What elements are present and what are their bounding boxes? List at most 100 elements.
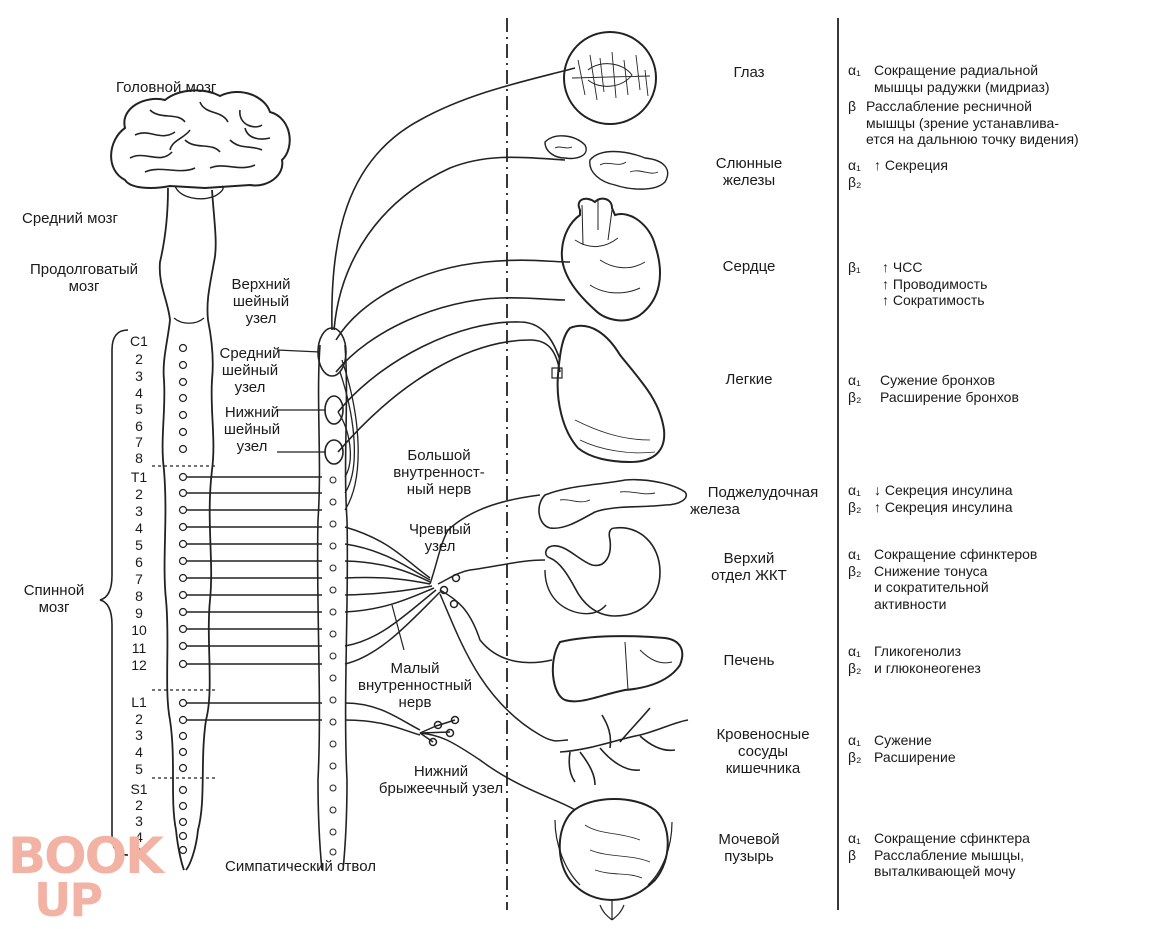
receptor: α₁ xyxy=(848,546,861,562)
effect-text: Расслабление мышцы, xyxy=(874,846,1025,863)
segment-label: 3 xyxy=(135,503,143,519)
pancreas-drawing xyxy=(538,478,687,530)
effect-row: мышцы радужки (мидриаз) xyxy=(848,79,1079,96)
label-inferior-mesenteric-l2: брыжеечный узел xyxy=(378,780,504,797)
effect-text: мышцы (зрение устанавлива- xyxy=(866,114,1060,131)
organ-vessels-l2: сосуды xyxy=(737,743,789,760)
cord-segment-dots xyxy=(178,343,188,855)
effect-row: β₂ и глюконеогенез xyxy=(848,660,981,677)
label-inferior-cervical-ganglion-l1: Нижний xyxy=(224,404,280,421)
ascending-fibers xyxy=(337,359,359,511)
segment-label: 5 xyxy=(135,761,143,777)
receptor: β xyxy=(848,846,857,863)
effect-text: ↓ Секреция инсулина xyxy=(874,482,1013,498)
label-lesser-splanchnic-l2: внутренностный xyxy=(357,677,473,694)
segment-label: 3 xyxy=(135,813,143,829)
receptor xyxy=(848,276,882,293)
receptor: α₁ xyxy=(848,482,861,498)
effect-row: мышцы (зрение устанавлива- xyxy=(848,115,1079,132)
effect-text: Сужение бронхов xyxy=(880,372,996,388)
effect-text: мышцы радужки (мидриаз) xyxy=(874,78,1050,95)
effect-text: ↑ ЧСС xyxy=(882,259,923,275)
effect-text: Расширение xyxy=(874,748,956,765)
organ-bladder-l2: пузырь xyxy=(724,848,774,865)
effect-row: α₁ Сокращение сфинктеров xyxy=(848,546,1037,563)
receptor: β₁ xyxy=(848,259,861,275)
preganglionic-fibers xyxy=(186,476,322,721)
splanchnic-nerves xyxy=(344,526,441,736)
receptor: β₂ xyxy=(848,659,862,676)
trunk-ganglia-dots xyxy=(329,476,337,856)
segment-label: 5 xyxy=(135,537,143,553)
organ-upper-gi-l1: Верхий xyxy=(723,550,775,567)
receptor: β₂ xyxy=(848,498,862,515)
segment-label: 11 xyxy=(131,640,147,656)
effects-pancreas: α₁ ↓ Секреция инсулина β₂ ↑ Секреция инсул… xyxy=(848,482,1013,515)
organ-heart: Сердце xyxy=(722,258,776,275)
segment-label: S1 xyxy=(130,781,148,797)
logo-line1: BOOK xyxy=(8,827,164,885)
effect-row: активности xyxy=(848,596,1037,613)
organ-pancreas-l2: железа xyxy=(690,501,740,518)
organ-liver: Печень xyxy=(723,652,775,669)
segment-label: C1 xyxy=(130,333,148,349)
spinal-brace xyxy=(99,329,129,856)
spinal-cord-drawing xyxy=(158,187,217,871)
effect-text: ↑ Секреция инсулина xyxy=(874,498,1013,515)
effect-text: и глюконеогенез xyxy=(874,659,981,676)
label-lesser-splanchnic-l1: Малый xyxy=(390,660,440,677)
label-spinal-cord-line1: Спинной xyxy=(23,582,85,599)
label-inferior-cervical-ganglion-l2: шейный xyxy=(223,421,281,438)
receptor: β xyxy=(848,98,857,114)
segment-label: 9 xyxy=(135,605,143,621)
organ-bladder-l1: Мочевой xyxy=(718,831,780,848)
effect-row: ↑ Сократимость xyxy=(848,292,987,309)
effect-row: и сократительной xyxy=(848,579,1037,596)
organ-salivary-l2: железы xyxy=(722,172,776,189)
effect-text: Сужение xyxy=(874,732,932,748)
effect-text: Сокращение сфинктеров xyxy=(874,546,1038,562)
segment-label: 2 xyxy=(135,486,143,502)
effect-row: выталкивающей мочу xyxy=(848,863,1030,880)
postganglionic-head xyxy=(331,67,576,453)
effect-text: Расширение бронхов xyxy=(880,388,1019,405)
receptor: α₁ xyxy=(848,830,861,846)
receptor: α₁ xyxy=(848,62,861,78)
label-middle-cervical-ganglion-l3: узел xyxy=(234,379,266,396)
bladder-drawing xyxy=(554,798,673,921)
effect-text: активности xyxy=(874,595,947,612)
effect-row: α₁↑ Секреция xyxy=(848,157,948,174)
segment-label: 2 xyxy=(135,711,143,727)
receptor xyxy=(848,115,866,132)
effect-row: ется на дальнюю точку видения) xyxy=(848,131,1079,148)
effect-text: ется на дальнюю точку видения) xyxy=(866,131,1079,147)
receptor: α₁ xyxy=(848,643,861,659)
segment-label: 8 xyxy=(135,450,143,466)
effects-heart: β₁ ↑ ЧСС ↑ Проводимость ↑ Сократимость xyxy=(848,259,987,309)
effect-row: ↑ Проводимость xyxy=(848,276,987,293)
receptor: β₂ xyxy=(848,388,862,405)
segment-label: 12 xyxy=(131,657,147,673)
salivary-glands-drawing xyxy=(544,135,669,190)
organ-salivary-l1: Слюнные xyxy=(715,155,783,172)
segment-label: 2 xyxy=(135,351,143,367)
leader-lines xyxy=(276,349,405,651)
logo-line2: UP xyxy=(34,873,103,927)
label-superior-cervical-ganglion-l2: шейный xyxy=(232,293,290,310)
effect-text: Сокращение сфинктера xyxy=(874,830,1030,846)
label-greater-splanchnic-l1: Большой xyxy=(407,447,471,464)
segment-label: 4 xyxy=(135,744,143,760)
receptor xyxy=(848,863,874,880)
segment-label: 3 xyxy=(135,727,143,743)
label-superior-cervical-ganglion-l3: узел xyxy=(245,310,277,327)
effect-text: Снижение тонуса xyxy=(874,562,988,579)
effect-row: α₁ Сокращение сфинктера xyxy=(848,830,1030,847)
